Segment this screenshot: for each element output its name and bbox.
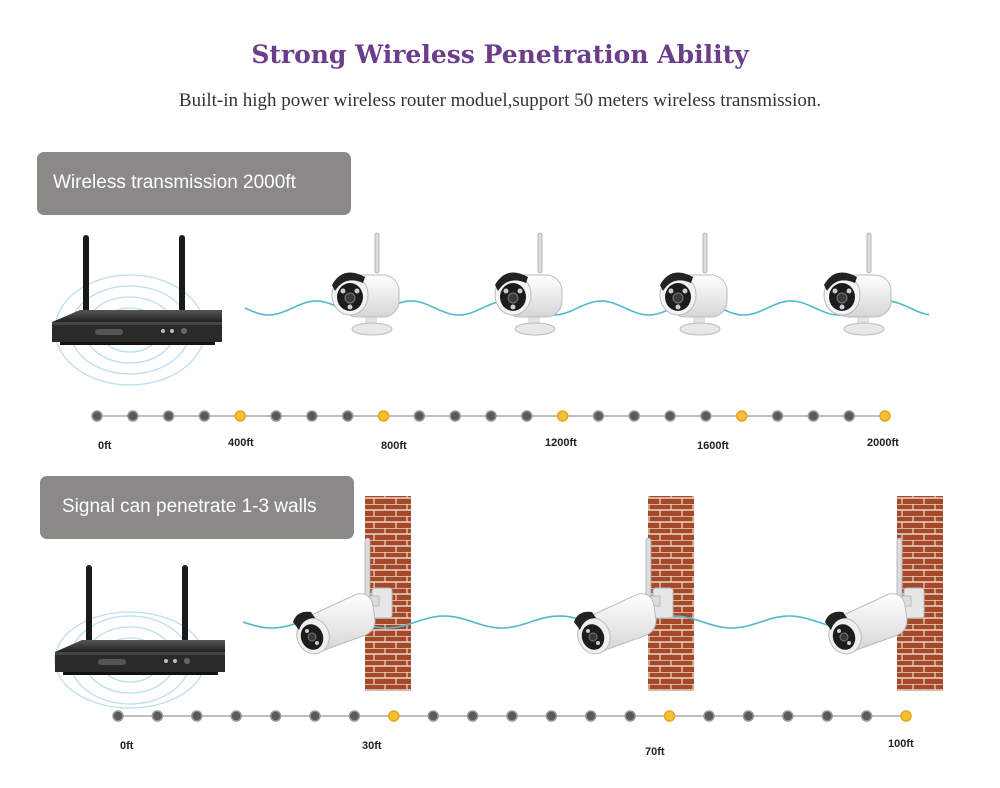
scale-dot-marker <box>377 410 390 422</box>
scale-dot <box>309 710 321 722</box>
scale-dot-marker <box>735 410 748 422</box>
scale-dot <box>545 710 558 722</box>
tick-label: 400ft <box>228 437 254 449</box>
scale-dot-marker <box>900 710 912 722</box>
section1-label: Wireless transmission 2000ft <box>37 152 351 215</box>
scale-dot <box>700 410 712 422</box>
scale-dot <box>521 410 533 422</box>
scale-dot <box>112 710 124 722</box>
scale-dot <box>306 410 318 422</box>
scale-dot-marker <box>663 710 676 722</box>
scale-dot <box>162 410 175 422</box>
page-title: Strong Wireless Penetration Ability <box>251 40 749 69</box>
wifi-camera-icon <box>659 232 728 336</box>
scale-dot <box>348 710 361 722</box>
scale-dot <box>449 410 461 422</box>
scale-dot <box>341 410 354 422</box>
scale-dot <box>466 710 479 722</box>
tick-label: 70ft <box>645 746 665 758</box>
scale-dot <box>198 410 211 422</box>
section2-label: Signal can penetrate 1-3 walls <box>40 476 354 539</box>
scale-dot <box>191 710 203 722</box>
tick-label: 0ft <box>98 440 112 452</box>
wifi-camera-icon <box>293 537 393 655</box>
tick-label: 800ft <box>381 440 407 452</box>
scale-dot <box>703 710 715 722</box>
scale-dot-marker <box>234 410 247 422</box>
scale-dot <box>230 710 242 722</box>
scale-dot <box>782 710 794 722</box>
scale-dot <box>127 410 139 422</box>
scale-dot <box>485 410 497 422</box>
wifi-camera-icon <box>494 232 563 336</box>
scale-dot <box>742 710 755 722</box>
wifi-camera-icon <box>331 232 400 336</box>
scale-dot-marker <box>556 410 569 422</box>
tick-label: 1200ft <box>545 437 577 449</box>
scale-dot-marker <box>879 410 891 422</box>
scale-dot <box>771 410 784 422</box>
wifi-camera-icon <box>574 537 674 655</box>
scale-dot <box>821 710 833 722</box>
tick-label: 100ft <box>888 738 914 750</box>
scale-dot <box>269 710 282 722</box>
scale-dot <box>624 710 636 722</box>
scale-dot <box>91 410 103 422</box>
scale-dot <box>860 710 873 722</box>
nvr-router-icon <box>55 565 225 675</box>
scale-dot <box>628 410 641 422</box>
scale-dot <box>664 410 676 422</box>
wifi-camera-icon <box>823 232 892 336</box>
scale-dot <box>592 410 605 422</box>
page-subtitle: Built-in high power wireless router modu… <box>178 90 822 111</box>
wifi-camera-icon <box>825 537 925 655</box>
scale-dot <box>807 410 820 422</box>
scale-dot <box>506 710 518 722</box>
tick-label: 30ft <box>362 740 382 752</box>
tick-label: 1600ft <box>697 440 729 452</box>
nvr-router-icon <box>52 235 222 345</box>
tick-label: 0ft <box>120 740 134 752</box>
tick-label: 2000ft <box>867 437 899 449</box>
scale-dot-marker <box>388 710 400 722</box>
scale-dot <box>585 710 597 722</box>
scale-dot <box>413 410 426 422</box>
scale-dot <box>270 410 282 422</box>
scale-dot <box>151 710 164 722</box>
scale-dot <box>427 710 439 722</box>
scale-dot <box>843 410 855 422</box>
